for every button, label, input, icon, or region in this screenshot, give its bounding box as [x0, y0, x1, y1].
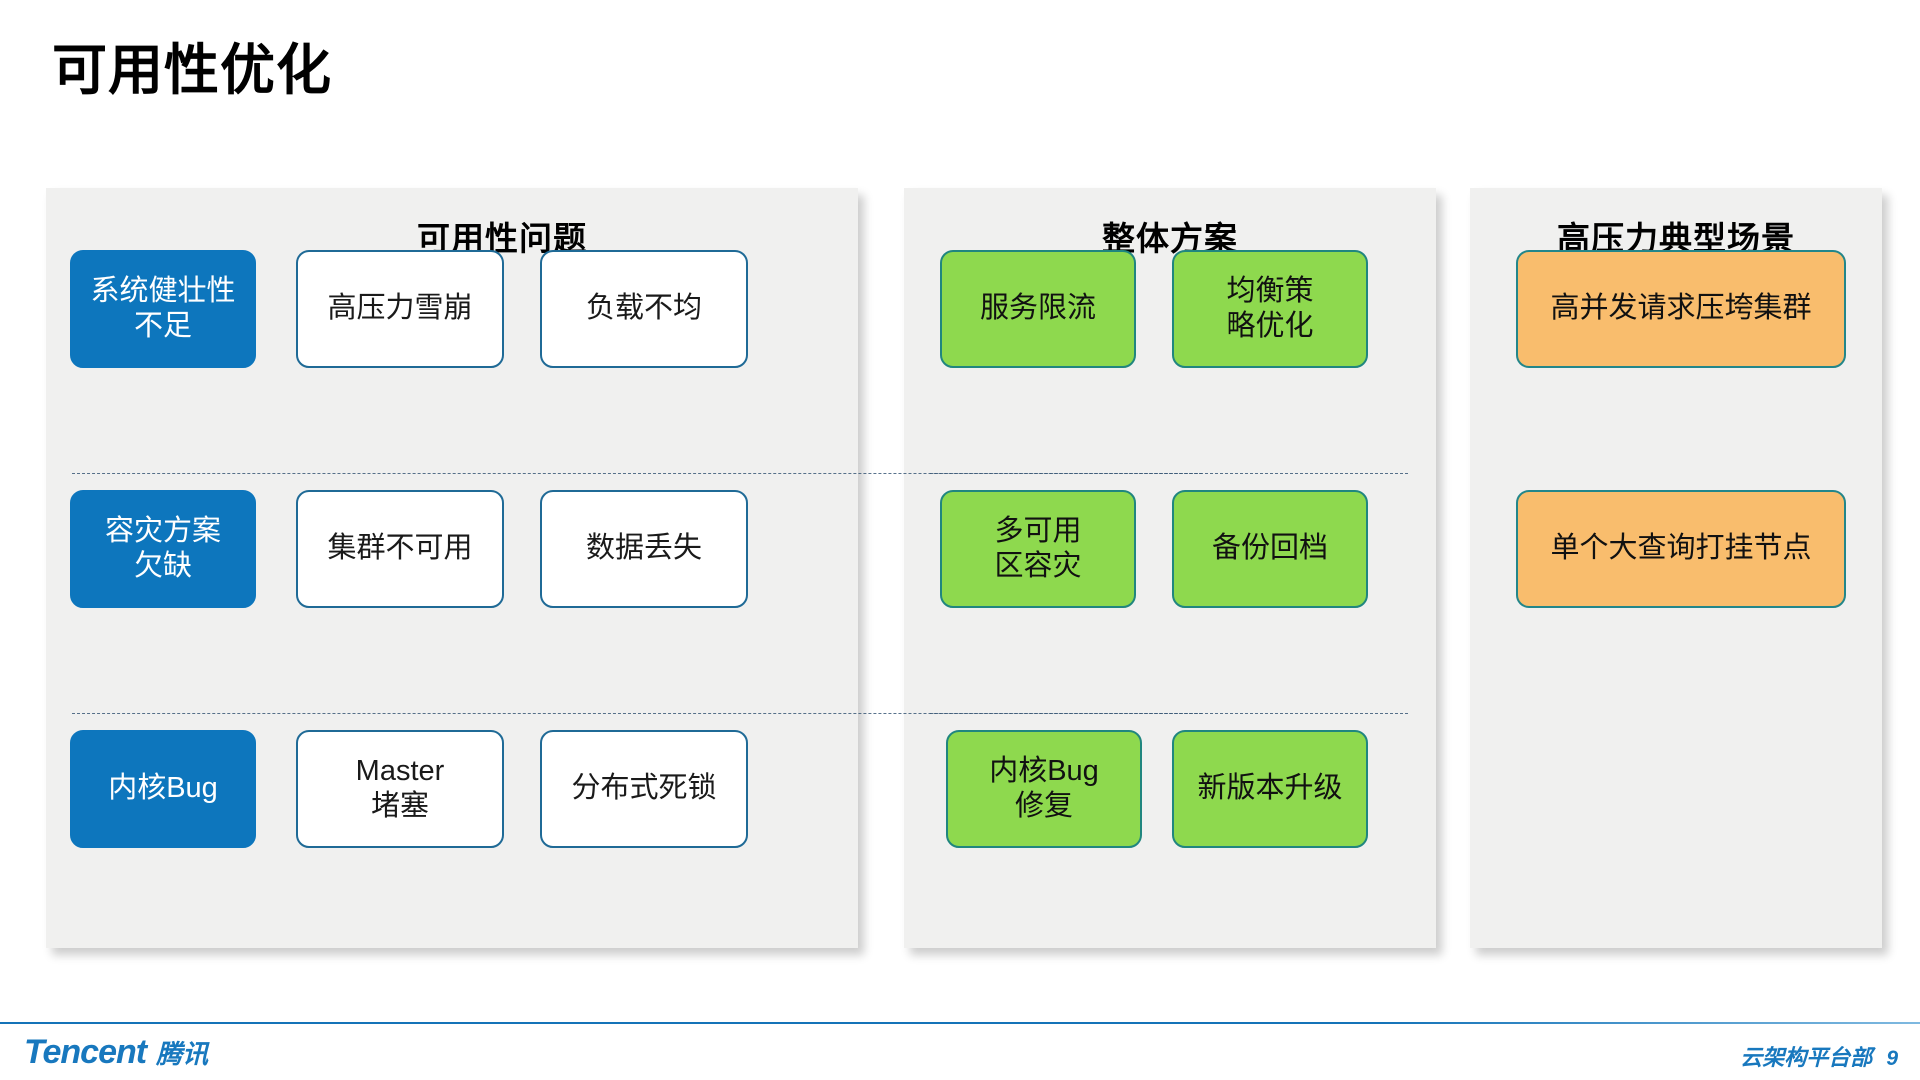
- solution-box-balance-strategy-optimization[interactable]: 均衡策 略优化: [1172, 250, 1368, 368]
- solution-box-multi-az-disaster-recovery[interactable]: 多可用 区容灾: [940, 490, 1136, 608]
- tencent-logo-cn: 腾讯: [156, 1039, 209, 1069]
- solution-box-new-version-upgrade[interactable]: 新版本升级: [1172, 730, 1368, 848]
- problem-box-load-imbalance[interactable]: 负载不均: [540, 250, 748, 368]
- category-box-kernel-bug[interactable]: 内核Bug: [70, 730, 256, 848]
- scenario-box-single-large-query-hangs-node[interactable]: 单个大查询打挂节点: [1516, 490, 1846, 608]
- problem-box-cluster-unavailable[interactable]: 集群不可用: [296, 490, 504, 608]
- footer-page-number: 9: [1886, 1047, 1898, 1070]
- scenario-box-high-concurrency-crushes-cluster[interactable]: 高并发请求压垮集群: [1516, 250, 1846, 368]
- category-box-disaster-recovery[interactable]: 容灾方案 欠缺: [70, 490, 256, 608]
- problem-box-data-loss[interactable]: 数据丢失: [540, 490, 748, 608]
- panel-high-pressure-scenarios: 高压力典型场景 高并发请求压垮集群 单个大查询打挂节点: [1470, 188, 1882, 948]
- solution-box-backup-rollback[interactable]: 备份回档: [1172, 490, 1368, 608]
- problem-box-master-blocking[interactable]: Master 堵塞: [296, 730, 504, 848]
- footer-divider: [0, 1022, 1920, 1024]
- category-box-system-robustness[interactable]: 系统健壮性 不足: [70, 250, 256, 368]
- row-separator-4: [930, 713, 1408, 714]
- row-separator-3: [930, 473, 1408, 474]
- problem-box-high-pressure-avalanche[interactable]: 高压力雪崩: [296, 250, 504, 368]
- footer-department: 云架构平台部: [1740, 1045, 1873, 1070]
- page-title: 可用性优化: [52, 39, 333, 101]
- solution-box-service-rate-limit[interactable]: 服务限流: [940, 250, 1136, 368]
- row-separator-2: [72, 713, 1202, 714]
- row-separator-1: [72, 473, 1202, 474]
- panels-container: 可用性问题 系统健壮性 不足 高压力雪崩 负载不均 容灾方案 欠缺 集群不可用 …: [46, 188, 1882, 948]
- solution-box-kernel-bug-fix[interactable]: 内核Bug 修复: [946, 730, 1142, 848]
- problem-box-distributed-deadlock[interactable]: 分布式死锁: [540, 730, 748, 848]
- panel-overall-solution: 整体方案 服务限流 均衡策 略优化 多可用 区容灾 备份回档 内核Bug 修复 …: [904, 188, 1436, 948]
- tencent-logo-text: Tencent: [24, 1033, 147, 1071]
- footer-brand: Tencent 腾讯: [24, 1033, 208, 1072]
- footer-meta: 云架构平台部 9: [1740, 1040, 1898, 1072]
- panel-availability-problems: 可用性问题 系统健壮性 不足 高压力雪崩 负载不均 容灾方案 欠缺 集群不可用 …: [46, 188, 858, 948]
